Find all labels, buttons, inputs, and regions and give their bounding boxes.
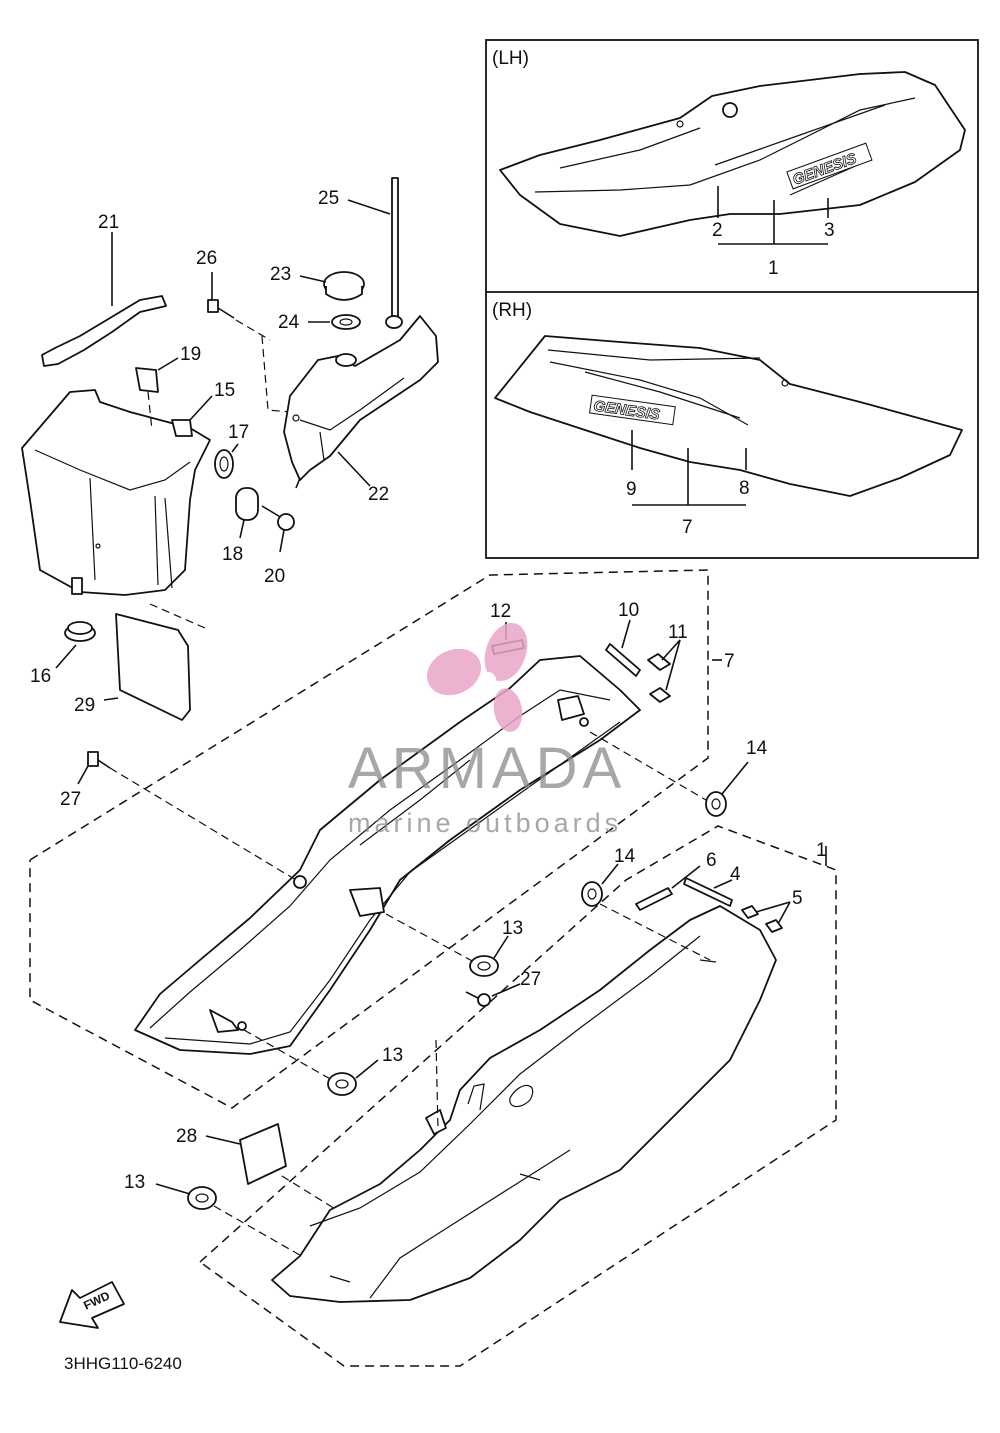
plate-29: [115, 613, 191, 721]
reservoir-parts: 25 23 24 22: [270, 177, 439, 505]
grommet-13-b: [327, 1072, 357, 1096]
callout-7: 7: [724, 651, 735, 672]
grommet-14-upper: [705, 791, 727, 817]
callout-19: 19: [180, 344, 201, 365]
callout-25: 25: [318, 188, 339, 209]
callout-29: 29: [74, 695, 95, 716]
strip-4: [683, 877, 733, 907]
callout-20: 20: [264, 566, 285, 587]
callout-5: 5: [792, 888, 803, 909]
callout-13-a: 13: [502, 918, 523, 939]
strip-10: [605, 643, 641, 677]
clip-19: [135, 367, 159, 393]
callout-15: 15: [214, 380, 235, 401]
callout-18: 18: [222, 544, 243, 565]
callout-10: 10: [618, 600, 639, 621]
grommet-13-a: [469, 955, 499, 977]
strip-6: [635, 887, 673, 911]
front-cover-1: [271, 905, 777, 1303]
screw-27-upper: [87, 751, 111, 769]
rh-side-cover: GENESIS: [494, 335, 963, 506]
armada-watermark: ARMADA marine outboards: [348, 622, 626, 838]
callout-1: 1: [816, 840, 827, 861]
battery-area-parts: 21 16 29 19: [21, 212, 295, 721]
dipstick-25: [385, 177, 403, 329]
group-outline-1: [199, 825, 837, 1367]
diagram-code: 3HHG110-6240: [64, 1354, 182, 1373]
callout-13-b: 13: [382, 1045, 403, 1066]
fwd-arrow: FWD: [59, 1281, 125, 1329]
grommet-16: [64, 621, 96, 642]
callout-16: 16: [30, 666, 51, 687]
callout-23: 23: [270, 264, 291, 285]
watermark-tagline: marine outboards: [348, 808, 622, 838]
rear-cover-7: [134, 655, 641, 1055]
callout-22: 22: [368, 484, 389, 505]
callout-2: 2: [712, 220, 723, 241]
sticker-28: [239, 1123, 287, 1185]
rh-panel-title: (RH): [492, 300, 532, 321]
callout-8: 8: [739, 478, 750, 499]
main-side-covers: 7 12 10: [29, 569, 837, 1367]
callout-14-lower: 14: [614, 846, 636, 867]
callout-6: 6: [706, 850, 717, 871]
callout-28: 28: [176, 1126, 197, 1147]
callout-7-rh: 7: [682, 517, 693, 538]
lh-side-cover: GENESIS: [499, 71, 966, 245]
callout-26: 26: [196, 248, 217, 269]
screw-26: [207, 299, 235, 319]
callout-27-lower: 27: [520, 969, 541, 990]
callout-21: 21: [98, 212, 119, 233]
spacer-18: [235, 487, 259, 521]
reservoir-tank-22: [283, 315, 439, 489]
callout-1-lh: 1: [768, 258, 779, 279]
callout-3: 3: [824, 220, 835, 241]
callout-9: 9: [626, 479, 637, 500]
callout-24: 24: [278, 312, 300, 333]
callout-11: 11: [668, 622, 688, 643]
armada-propeller-logo: [426, 622, 528, 732]
screw-27-lower: [465, 991, 491, 1007]
watermark-brand: ARMADA: [348, 736, 626, 801]
callout-17: 17: [228, 422, 249, 443]
callout-14-upper: 14: [746, 738, 768, 759]
grommet-14-lower: [581, 881, 603, 907]
bracket-15: [171, 419, 193, 437]
callout-13-c: 13: [124, 1172, 145, 1193]
battery-band: [41, 295, 167, 367]
collar-17: [214, 449, 234, 479]
group-outline-7: [29, 569, 709, 1109]
pads-5: [741, 905, 783, 933]
callout-4: 4: [730, 864, 741, 885]
bolt-20: [261, 505, 295, 531]
seal-24: [331, 314, 361, 330]
inset-panels: (LH) (RH) GENESIS 2 3 1: [485, 39, 979, 559]
battery-box: [21, 389, 211, 596]
callout-12: 12: [490, 601, 511, 622]
lh-panel-title: (LH): [492, 48, 529, 69]
pads-11: [647, 653, 671, 703]
callout-27-upper: 27: [60, 789, 81, 810]
cap-23: [323, 271, 365, 301]
grommet-13-c: [187, 1186, 217, 1210]
